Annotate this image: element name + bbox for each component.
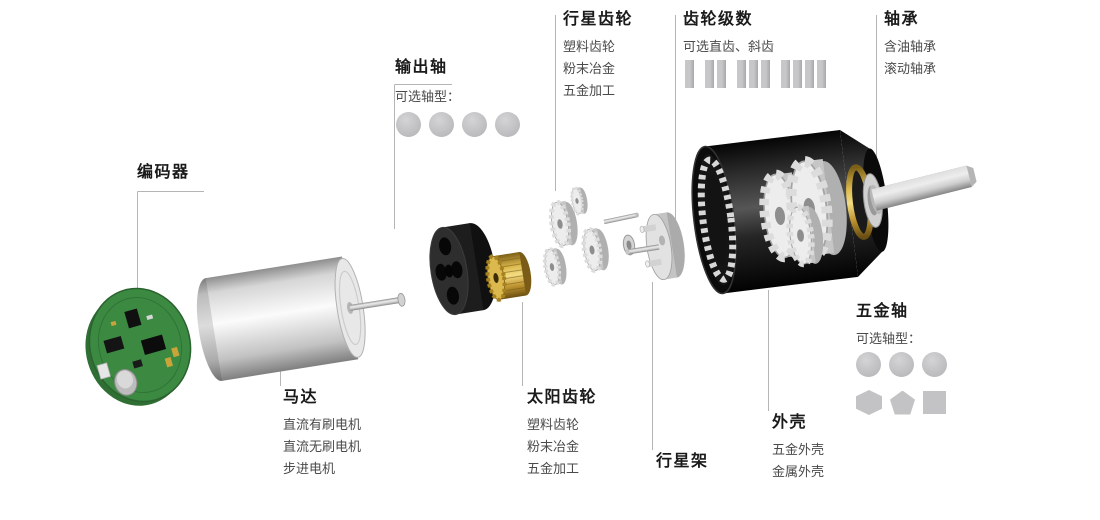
bearing-label: 轴承 [884, 11, 920, 28]
gear-stage-group-icon [737, 60, 770, 88]
spec-line: 五金加工 [527, 461, 580, 476]
shaft-type-circle-icon [495, 112, 520, 137]
sun-gear-label: 太阳齿轮 [527, 389, 598, 406]
gear-stage-bar-icon [817, 60, 826, 88]
gear-stage-bar-icon [781, 60, 790, 88]
spec-line: 金属外壳 [772, 464, 825, 479]
spec-line: 粉末冶金 [527, 439, 580, 454]
shaft-type-circle-icon [889, 352, 914, 377]
housing-specs: 五金外壳 金属外壳 [772, 439, 824, 483]
ring-gear-teeth [697, 156, 737, 283]
encoder-pcb [85, 287, 192, 406]
output-shaft-label: 输出轴 [395, 59, 448, 76]
gear-stage-bar-icon [805, 60, 814, 88]
planetary-gear-label: 行星齿轮 [563, 11, 634, 28]
sun-gear-specs: 塑料齿轮 粉末冶金 五金加工 [527, 414, 579, 480]
gear-stage-options [685, 58, 826, 88]
gear-stages-label: 齿轮级数 [683, 11, 754, 28]
shaft-type-circle-icon [396, 112, 421, 137]
gear-pin [603, 212, 639, 225]
gear-stage-group-icon [705, 60, 726, 88]
spec-line: 步进电机 [283, 461, 336, 476]
spec-line: 塑料齿轮 [563, 39, 616, 54]
gear-stage-bar-icon [717, 60, 726, 88]
spec-line: 粉末冶金 [563, 61, 616, 76]
spec-line: 五金外壳 [772, 442, 825, 457]
hexagon-shaft-icon [856, 390, 882, 415]
planetary-gear-specs: 塑料齿轮 粉末冶金 五金加工 [563, 36, 615, 102]
shaft-type-circle-icon [922, 352, 947, 377]
sun-gear-part [485, 252, 532, 302]
spec-line: 塑料齿轮 [527, 417, 580, 432]
motor-label: 马达 [283, 389, 319, 406]
square-shaft-icon [923, 391, 946, 414]
motor-shaft [349, 296, 402, 311]
encoder-label: 编码器 [137, 164, 190, 181]
gear-stage-group-icon [685, 60, 694, 88]
shaft-type-circle-icon [856, 352, 881, 377]
gear-stage-group-icon [781, 60, 826, 88]
gearbox-housing [691, 129, 889, 295]
motor-body [196, 256, 406, 381]
metal-shaft-circle-options [856, 352, 947, 377]
gear-stage-bar-icon [737, 60, 746, 88]
output-end-cap [429, 223, 496, 316]
output-shaft-note: 可选轴型： [395, 89, 461, 104]
metal-shaft-label: 五金轴 [856, 303, 909, 320]
output-shaft-type-options [396, 112, 520, 137]
spec-line: 滚动轴承 [884, 61, 937, 76]
gear-stage-bar-icon [705, 60, 714, 88]
metal-shaft-profile-options [856, 390, 946, 415]
gear-stages-note: 可选直齿、斜齿 [683, 39, 775, 54]
gear-stage-bar-icon [761, 60, 770, 88]
motor-specs: 直流有刷电机 直流无刷电机 步进电机 [283, 414, 361, 480]
gear-stage-bar-icon [685, 60, 694, 88]
shaft-type-circle-icon [429, 112, 454, 137]
pentagon-shaft-icon [890, 390, 915, 415]
bearing-specs: 含油轴承 滚动轴承 [884, 36, 936, 80]
leader-lines [137, 15, 877, 450]
housing-label: 外壳 [772, 414, 808, 431]
gear-stage-bar-icon [749, 60, 758, 88]
metal-shaft-note: 可选轴型： [856, 331, 922, 346]
shaft-type-circle-icon [462, 112, 487, 137]
planetary-gears [543, 184, 639, 286]
gear-stage-bar-icon [793, 60, 802, 88]
spec-line: 直流有刷电机 [283, 417, 362, 432]
spec-line: 直流无刷电机 [283, 439, 362, 454]
planet-carrier-part [625, 212, 685, 281]
spec-line: 五金加工 [563, 83, 616, 98]
planet-carrier-label: 行星架 [656, 453, 709, 470]
output-shaft-part [869, 165, 977, 215]
spec-line: 含油轴承 [884, 39, 937, 54]
